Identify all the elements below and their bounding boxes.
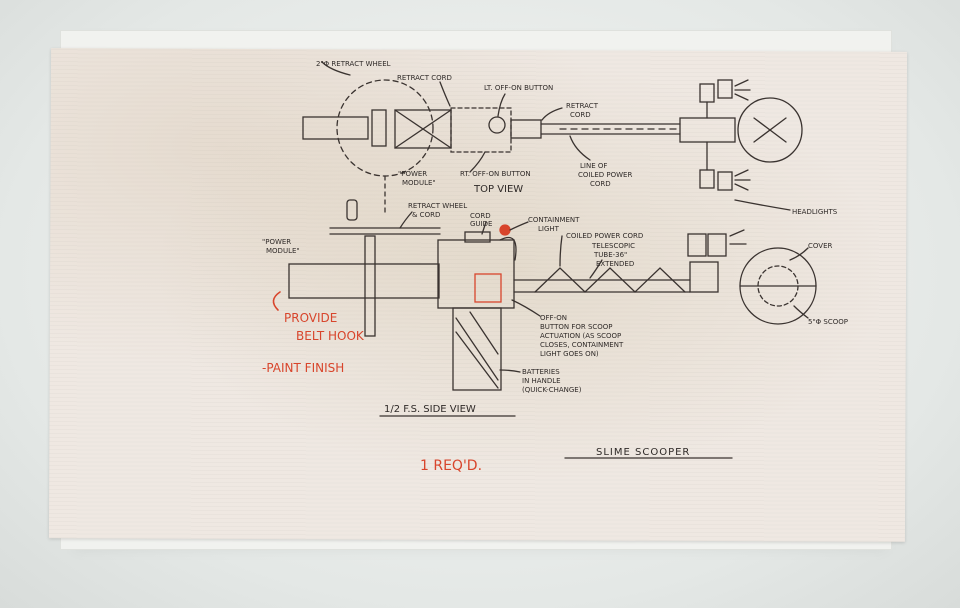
- top-view-title: TOP VIEW: [473, 184, 523, 195]
- label-coiled-line-2: COILED POWER: [578, 171, 632, 179]
- side-view-title: 1/2 F.S. SIDE VIEW: [384, 404, 476, 415]
- label-retract-wheel-cord: RETRACT WHEEL: [408, 202, 467, 210]
- label-coiled-power-cord: COILED POWER CORD: [566, 232, 643, 240]
- label-power-module-top: "POWER: [398, 170, 427, 178]
- label-batteries-2: IN HANDLE: [522, 377, 561, 385]
- label-retract-right: RETRACT: [566, 102, 599, 110]
- label-lt-button: LT. OFF-ON BUTTON: [484, 84, 553, 92]
- side-handle-knob: [346, 199, 358, 221]
- label-offon: OFF-ON: [540, 314, 567, 322]
- top-housing: [450, 107, 512, 153]
- label-telescopic-2: TUBE-36": [593, 251, 627, 259]
- label-containment-light-2: LIGHT: [538, 225, 560, 233]
- top-head: [679, 117, 736, 143]
- label-batteries-3: (QUICK-CHANGE): [522, 386, 582, 394]
- drawing-title: SLIME SCOOPER: [596, 447, 690, 458]
- note-belt-hook: BELT HOOK: [296, 329, 365, 343]
- label-retract-wheel: 2"Φ RETRACT WHEEL: [316, 60, 391, 68]
- label-retract-right-2: CORD: [570, 111, 591, 119]
- label-coiled-line: LINE OF: [580, 162, 607, 170]
- note-quantity: 1 REQ'D.: [420, 458, 482, 474]
- side-power-module: [288, 263, 440, 299]
- note-paint-finish: -PAINT FINISH: [262, 361, 344, 375]
- top-power-module: [302, 116, 369, 140]
- label-rt-button: RT. OFF-ON BUTTON: [460, 170, 531, 178]
- label-offon-3: ACTUATION (AS SCOOP: [540, 332, 621, 340]
- label-retract-wheel-cord-2: & CORD: [412, 211, 440, 219]
- top-body: [394, 109, 452, 149]
- label-telescopic-3: EXTENDED: [596, 260, 634, 268]
- label-cover: COVER: [808, 242, 832, 250]
- side-cord-guide: [499, 236, 517, 261]
- top-headlight-2: [699, 169, 715, 189]
- label-retract-cord: RETRACT CORD: [397, 74, 452, 82]
- label-cord-guide: CORD: [470, 212, 491, 220]
- label-power-module-top-2: MODULE": [402, 179, 436, 187]
- label-containment-light: CONTAINMENT: [528, 216, 580, 224]
- top-retract-wheel: [336, 79, 434, 177]
- note-provide: PROVIDE: [284, 311, 337, 325]
- label-coiled-line-3: CORD: [590, 180, 611, 188]
- label-scoop: 5"Φ SCOOP: [808, 318, 848, 326]
- label-batteries: BATTERIES: [522, 368, 560, 376]
- side-handle: [452, 307, 502, 391]
- top-lt-button: [488, 116, 506, 134]
- label-offon-4: CLOSES, CONTAINMENT: [540, 341, 624, 349]
- top-clamp: [371, 109, 387, 147]
- side-clamp: [364, 235, 376, 337]
- label-offon-5: LIGHT GOES ON): [540, 350, 599, 358]
- label-power-module-side: "POWER: [262, 238, 291, 246]
- containment-light-dot: [499, 224, 511, 236]
- side-red-button: [474, 273, 502, 303]
- label-offon-2: BUTTON FOR SCOOP: [540, 323, 613, 331]
- side-coiled-cord: [534, 267, 686, 293]
- label-power-module-side-2: MODULE": [266, 247, 300, 255]
- label-cord-guide-2: GUIDE: [470, 220, 492, 228]
- top-scoop: [737, 97, 803, 163]
- label-headlights: HEADLIGHTS: [792, 208, 838, 216]
- side-headlight-1: [687, 233, 707, 257]
- label-telescopic: TELESCOPIC: [591, 242, 635, 250]
- top-headlight-1: [699, 83, 715, 103]
